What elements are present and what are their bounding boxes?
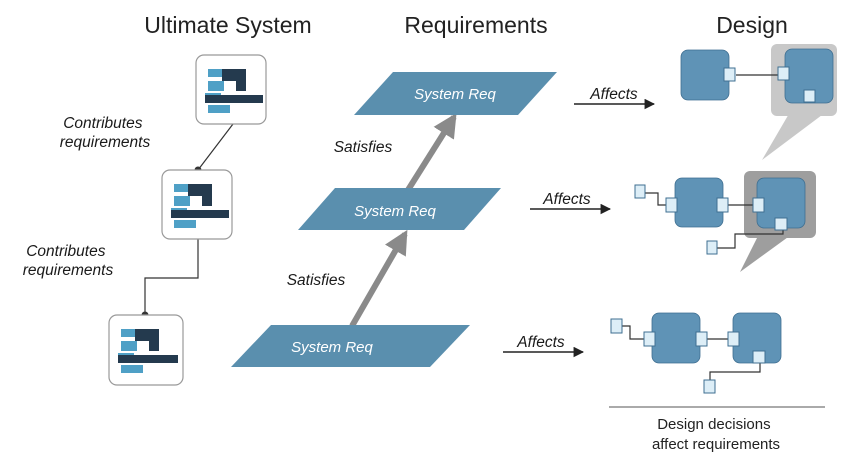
design-bottom	[610, 312, 782, 394]
satisfies-label-bottom: Satisfies	[287, 272, 346, 289]
affects-label-middle: Affects	[542, 191, 591, 208]
requirement-middle: System Req	[298, 188, 501, 230]
satisfies-arrows	[349, 112, 457, 328]
requirement-bottom: System Req	[231, 325, 470, 367]
affects-label-bottom: Affects	[516, 334, 565, 351]
requirement-top-label: System Req	[414, 86, 496, 103]
satisfies-label-top: Satisfies	[334, 139, 393, 156]
system-icon-top	[195, 54, 267, 125]
affects-label-top: Affects	[589, 86, 638, 103]
design-middle	[634, 171, 816, 272]
system-icon-bottom	[108, 314, 184, 386]
affects-arrow-middle: Affects	[530, 191, 612, 215]
requirement-middle-label: System Req	[354, 203, 436, 220]
caption: Design decisions affect requirements	[652, 416, 780, 453]
requirement-top: System Req	[354, 72, 557, 115]
system-icon-middle	[161, 169, 233, 240]
requirement-bottom-label: System Req	[291, 339, 373, 356]
contributes-label-bottom: Contributes requirements	[23, 243, 114, 279]
affects-arrow-bottom: Affects	[503, 334, 585, 358]
affects-arrow-top: Affects	[574, 86, 656, 110]
column-title-design: Design	[716, 12, 788, 38]
column-title-ultimate-system: Ultimate System	[144, 12, 311, 38]
design-top	[680, 44, 837, 160]
contributes-label-top: Contributes requirements	[60, 115, 151, 151]
column-title-requirements: Requirements	[404, 12, 547, 38]
